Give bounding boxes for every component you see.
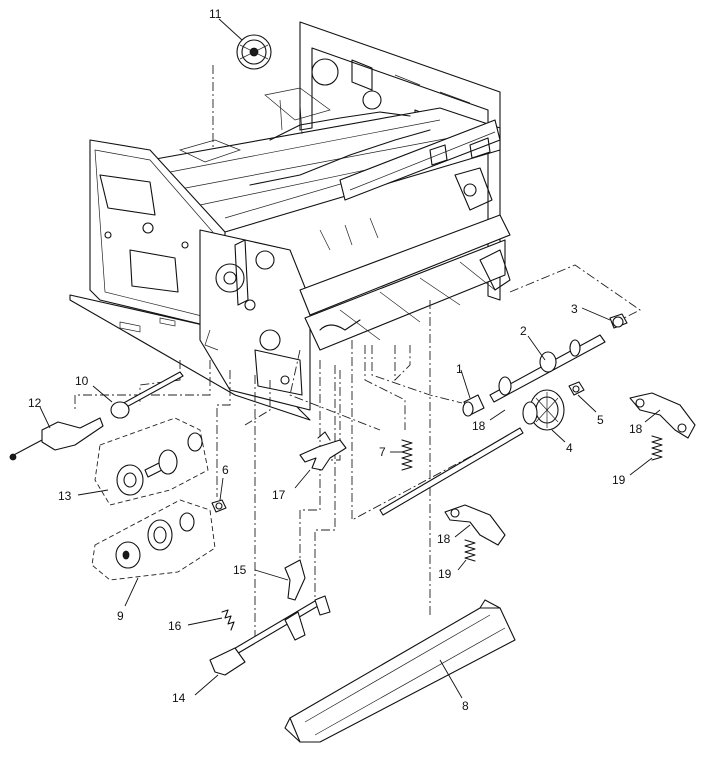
part-9-gear-set xyxy=(115,512,195,569)
callout-19-middle: 19 xyxy=(438,559,467,581)
svg-text:2: 2 xyxy=(520,324,527,338)
part-18-shaft xyxy=(379,427,524,516)
svg-text:1: 1 xyxy=(456,362,463,376)
callout-13: 13 xyxy=(58,489,109,503)
part-10-shaft xyxy=(110,371,184,419)
callout-5: 5 xyxy=(577,394,604,427)
part-16-spring xyxy=(221,609,235,631)
callout-3: 3 xyxy=(571,302,611,321)
part-12-bracket xyxy=(9,417,104,461)
svg-text:16: 16 xyxy=(168,619,182,633)
part-13-gear-set xyxy=(116,432,203,496)
callout-4: 4 xyxy=(551,429,573,455)
callout-7: 7 xyxy=(379,445,402,459)
callout-11: 11 xyxy=(209,7,243,41)
callout-1: 1 xyxy=(456,362,471,399)
callout-18-right: 18 xyxy=(629,409,661,436)
callout-12: 12 xyxy=(28,396,51,429)
callout-10: 10 xyxy=(75,374,113,403)
callout-8: 8 xyxy=(439,659,469,713)
callout-2: 2 xyxy=(520,324,546,361)
svg-text:15: 15 xyxy=(233,563,247,577)
part-14-actuator-shaft xyxy=(209,595,331,676)
part-1-collar xyxy=(462,394,485,417)
svg-text:19: 19 xyxy=(612,473,626,487)
part-7-spring xyxy=(401,439,413,471)
part-19-spring-right xyxy=(651,435,663,461)
part-6-screw xyxy=(211,499,227,513)
svg-text:18: 18 xyxy=(629,422,643,436)
callout-18-middle: 18 xyxy=(437,524,471,546)
callout-16: 16 xyxy=(168,617,223,633)
svg-text:18: 18 xyxy=(437,532,451,546)
printer-chassis-frame xyxy=(69,21,511,421)
part-18-lever-right xyxy=(629,392,696,439)
part-18-lever-middle xyxy=(444,504,506,546)
svg-text:12: 12 xyxy=(28,396,42,410)
part-4-pickup-roller xyxy=(522,389,565,431)
svg-text:19: 19 xyxy=(438,567,452,581)
svg-text:18: 18 xyxy=(472,419,486,433)
svg-text:10: 10 xyxy=(75,374,89,388)
svg-text:6: 6 xyxy=(222,463,229,477)
group-outline-13 xyxy=(94,417,209,506)
part-15-arm xyxy=(284,559,306,601)
callout-19-right: 19 xyxy=(612,457,653,487)
svg-text:11: 11 xyxy=(209,7,222,21)
part-5-nut xyxy=(568,381,585,396)
callout-17: 17 xyxy=(272,469,311,502)
callout-18-top: 18 xyxy=(472,409,506,433)
part-19-spring-middle xyxy=(464,539,476,562)
svg-text:13: 13 xyxy=(58,489,72,503)
part-17-actuator xyxy=(299,431,347,471)
svg-text:5: 5 xyxy=(597,413,604,427)
callout-14: 14 xyxy=(172,674,219,705)
svg-text:7: 7 xyxy=(379,445,386,459)
svg-text:8: 8 xyxy=(462,699,469,713)
callout-labels: 11 3 2 1 5 4 18 18 xyxy=(28,7,661,713)
part-8-guide-cover xyxy=(284,599,516,743)
part-3-bushing xyxy=(609,313,628,329)
svg-text:3: 3 xyxy=(571,302,578,316)
callout-15: 15 xyxy=(233,563,289,581)
part-2-roller-shaft xyxy=(489,334,606,403)
svg-text:17: 17 xyxy=(272,488,286,502)
group-outline-9 xyxy=(91,499,216,581)
svg-text:14: 14 xyxy=(172,691,186,705)
callout-6: 6 xyxy=(219,463,229,501)
part-11-gear xyxy=(236,34,272,70)
callout-9: 9 xyxy=(117,577,139,623)
svg-text:9: 9 xyxy=(117,609,124,623)
svg-text:4: 4 xyxy=(566,441,573,455)
